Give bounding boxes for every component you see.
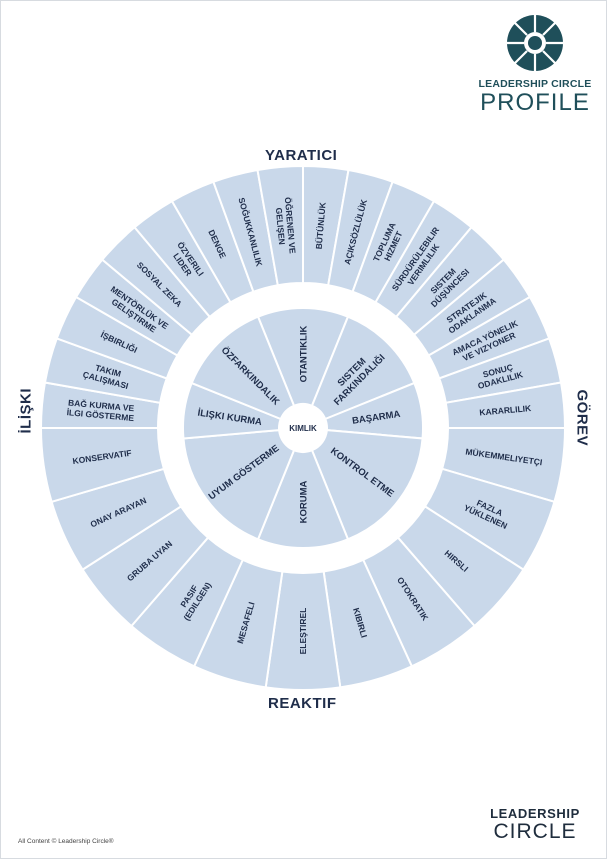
inner-dimension-segment: [190, 315, 296, 421]
outer-creative-segment: [256, 164, 304, 287]
axis-label-top: YARATICI: [265, 147, 338, 164]
inner-dimension-label: KORUMA: [298, 480, 309, 523]
inner-dimension-label: OTANTIKLIK: [298, 325, 309, 382]
outer-creative-label: ÖĞRENEN VEGELIŞEN: [273, 197, 299, 256]
brand-line-1: LEADERSHIP: [490, 806, 580, 821]
outer-reactive-label: ELEŞTIREL: [298, 608, 308, 655]
brand-name: LEADERSHIP CIRCLE: [478, 78, 592, 90]
axis-label-bottom: REAKTIF: [268, 695, 337, 712]
outer-creative-label: BÜTÜNLÜK: [314, 201, 328, 250]
copyright-text: All Content © Leadership Circle®: [18, 838, 114, 845]
center-label: KIMLIK: [289, 424, 317, 433]
inner-dimension-segment: [182, 429, 296, 541]
center-circle: [281, 406, 325, 450]
leadership-circle-profile-logo: LEADERSHIP CIRCLE PROFILE: [470, 14, 600, 115]
brand-line-2: CIRCLE: [493, 820, 577, 843]
inner-dimension-segment: [310, 315, 416, 421]
product-name: PROFILE: [480, 89, 590, 116]
outer-creative-label: KARARLILIK: [479, 403, 532, 418]
leadership-circle-logo-icon: [507, 15, 563, 71]
inner-dimension-segment: [256, 448, 350, 549]
leadership-circle-logo-bottom: LEADERSHIP CIRCLE: [470, 806, 600, 843]
inner-dimension-segment: [256, 307, 350, 408]
outer-reactive-segment: [39, 427, 166, 504]
inner-dimension-segment: [310, 429, 424, 541]
